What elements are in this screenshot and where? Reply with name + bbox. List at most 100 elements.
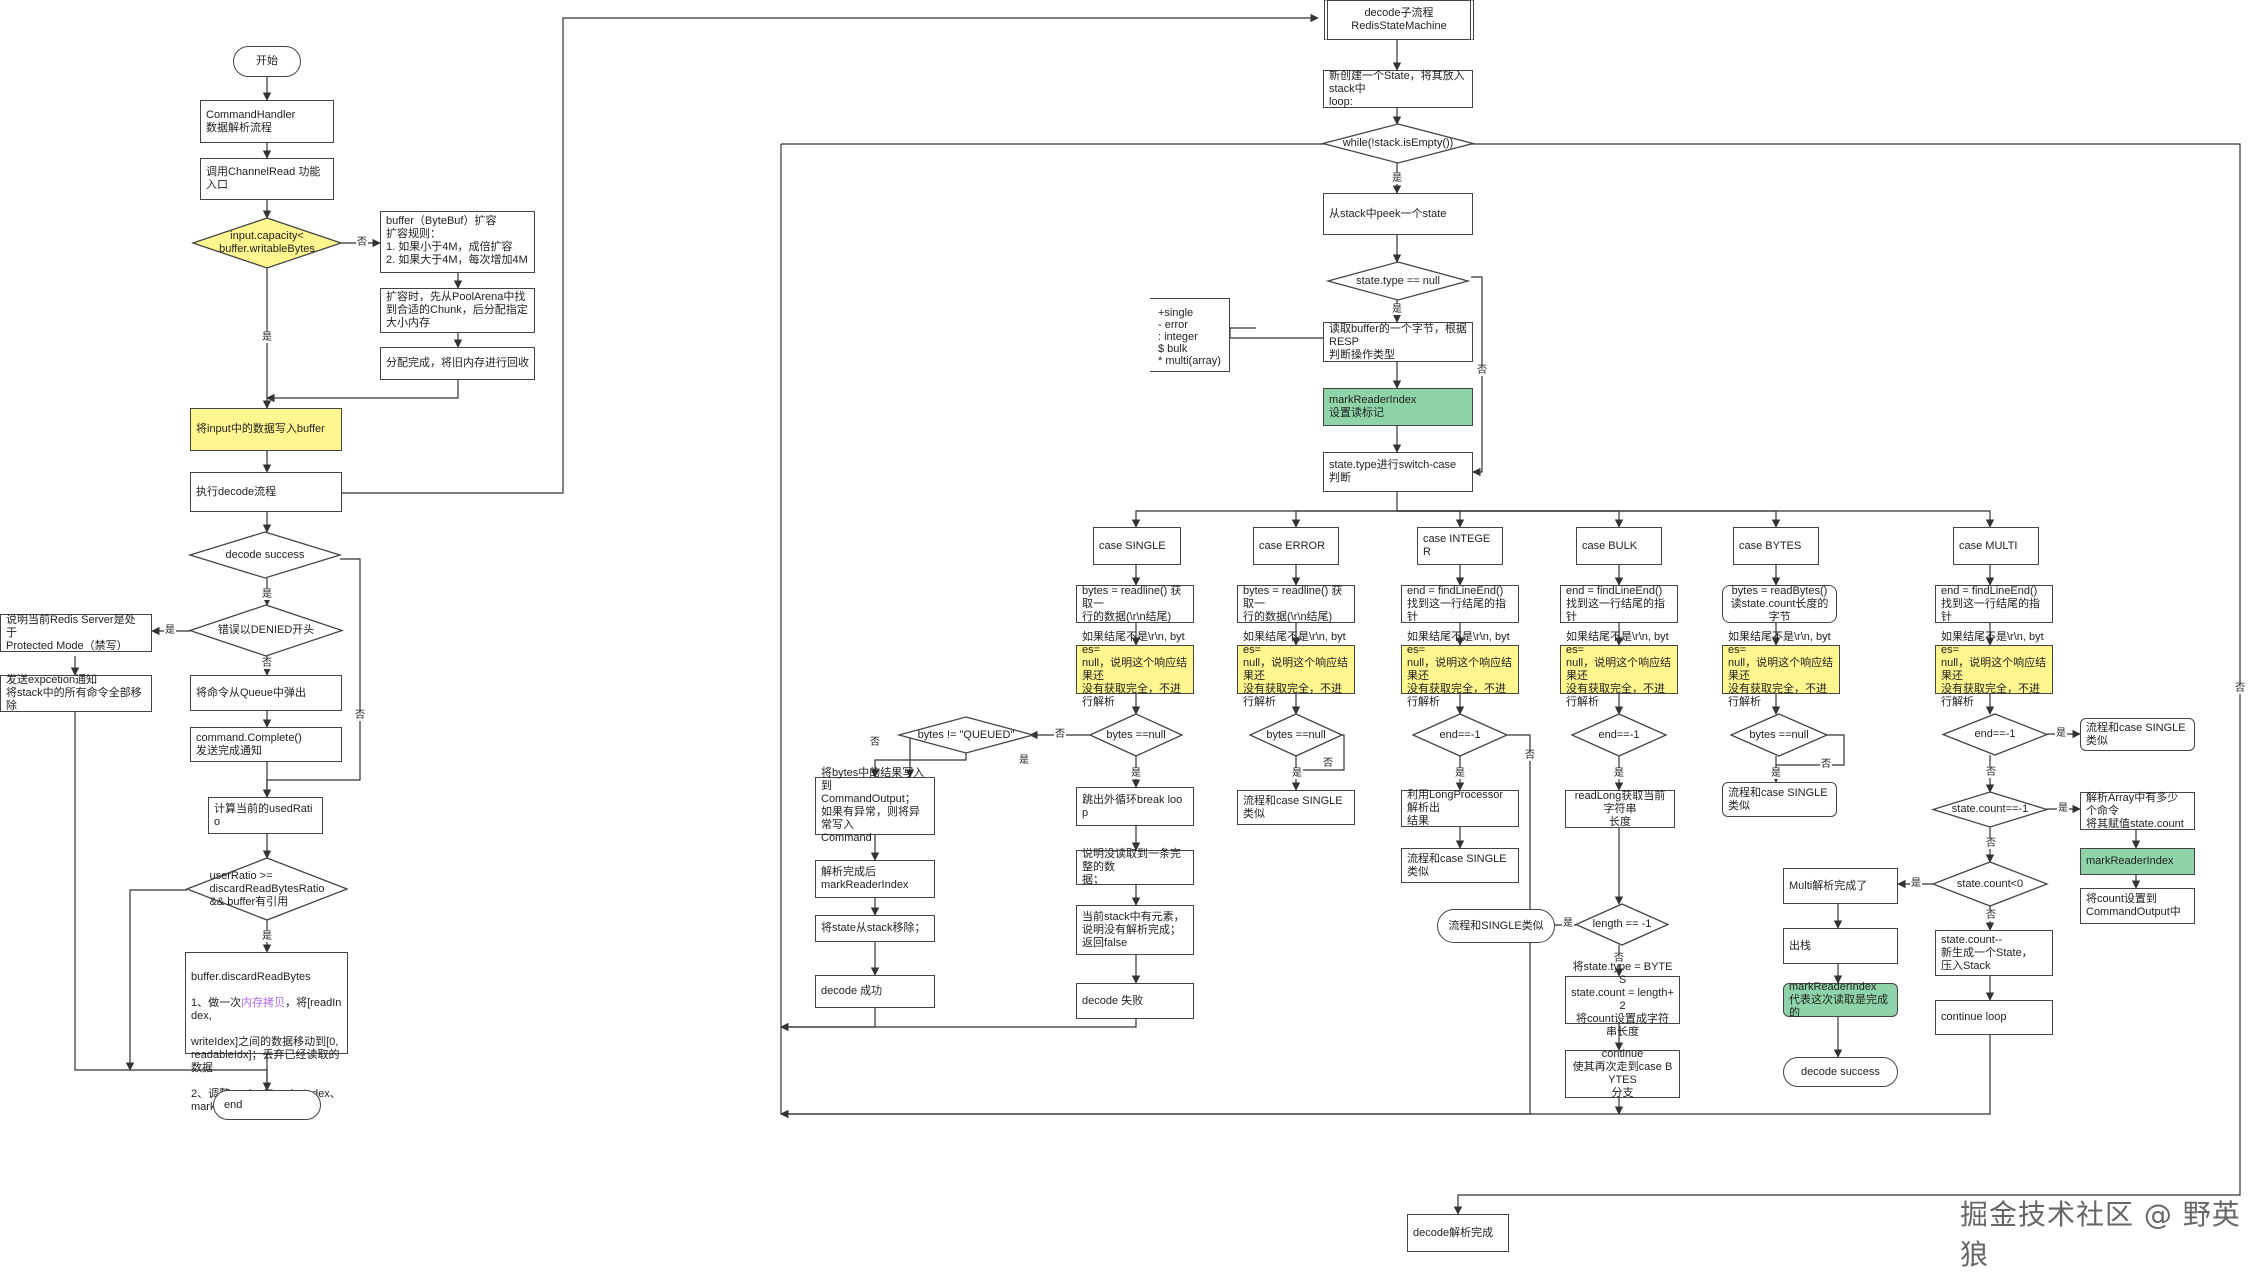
subflow-node: decode子流程 RedisStateMachine (1324, 0, 1474, 40)
single-bytes-null-text: bytes ==null (1106, 728, 1166, 741)
set-bytes-node: 将state.type = BYTES state.count = length… (1565, 961, 1680, 1038)
ratio-check-decision: userRatio >= discardReadBytesRatio && bu… (187, 858, 347, 920)
denied-check-text: 错误以DENIED开头 (217, 624, 315, 636)
label-no-count0: 否 (1985, 910, 1997, 921)
error-same-single-node: 流程和case SINGLE类似 (1237, 790, 1355, 825)
queue-pop-node: 将命令从Queue中弹出 (190, 675, 342, 711)
long-proc-node: 利用LongProcessor解析出 结果 (1401, 789, 1519, 827)
discard-line2-post: ，将[readIndex, (191, 997, 342, 1022)
bulk-continue-node: continue 使其再次走到case BYTES 分支 (1565, 1048, 1680, 1099)
bytes-check-end-node: 如果结尾不是\r\n, bytes= null，说明这个响应结果还 没有获取完全… (1722, 631, 1840, 708)
alloc-done-node: 分配完成，将旧内存进行回收 (380, 347, 535, 380)
break-loop-node: 跳出外循环break loop (1076, 787, 1194, 826)
multi-same-single-node: 流程和case SINGLE类似 (2080, 718, 2195, 751)
length-check-text: length == -1 (1592, 918, 1652, 930)
label-yes-capacity: 是 (261, 332, 273, 343)
bulk-end-check-text: end==-1 (1598, 728, 1640, 741)
label-yes-denied: 是 (164, 625, 176, 636)
label-yes-error: 是 (1291, 768, 1303, 779)
read-bytes-node: bytes = readBytes() 读state.count长度的字节 (1722, 585, 1837, 623)
label-no-while: 否 (2234, 683, 2246, 694)
continue-loop-node: continue loop (1935, 1000, 2053, 1035)
label-no-length: 否 (1613, 953, 1625, 964)
pop-node: 出栈 (1783, 928, 1898, 964)
count-check1-text: state.count==-1 (1951, 803, 2029, 815)
label-yes-bytes: 是 (1770, 768, 1782, 779)
pool-arena-node: 扩容时，先从PoolArena中找到合适的Chunk，后分配指定大小内存 (380, 288, 535, 333)
denied-check-decision: 错误以DENIED开头 (190, 605, 342, 656)
while-check-decision: while(!stack.isEmpty()) (1323, 124, 1473, 163)
start-node: 开始 (233, 46, 301, 77)
multi-end-check-decision: end==-1 (1943, 714, 2047, 755)
mark-after-node: 解析完成后 markReaderIndex (815, 860, 935, 898)
end-node: end (213, 1090, 321, 1120)
read-byte-node: 读取buffer的一个字节，根据RESP 判断操作类型 (1323, 322, 1473, 362)
label-no-bytes-null-single: 否 (1054, 729, 1066, 740)
label-yes-count1: 是 (2057, 803, 2069, 814)
label-no-queued: 否 (869, 737, 881, 748)
remove-state-node: 将state从stack移除； (815, 915, 935, 942)
case-single-node: case SINGLE (1093, 527, 1181, 565)
decode-done-node: decode解析完成 (1407, 1214, 1509, 1252)
write-buffer-node: 将input中的数据写入buffer (190, 408, 342, 451)
write-output-node: 将bytes中的结果写入到 CommandOutput； 如果有异常，则将异常写… (815, 767, 935, 844)
decode-ok-node: decode 成功 (815, 975, 935, 1008)
type-null-text: state.type == null (1356, 274, 1440, 287)
label-yes-ratio: 是 (261, 931, 273, 942)
stack-has-node: 当前stack中有元素， 说明没有解析完成； 返回false (1076, 905, 1194, 955)
label-no-type-null: 否 (1476, 365, 1488, 376)
count-check0-decision: state.count<0 (1933, 862, 2047, 906)
label-no-error: 否 (1322, 758, 1334, 769)
exec-decode-node: 执行decode流程 (190, 472, 342, 512)
while-check-text: while(!stack.isEmpty()) (1342, 137, 1454, 149)
error-bytes-null-text: bytes ==null (1266, 728, 1326, 741)
queued-check-decision: bytes != "QUEUED" (899, 717, 1033, 753)
single-check-end-node: 如果结尾不是\r\n, bytes= null，说明这个响应结果还 没有获取完全… (1076, 631, 1194, 708)
command-handler-node: CommandHandler 数据解析流程 (200, 100, 334, 143)
mark-reader-node: markReaderIndex 设置读标记 (1323, 388, 1473, 426)
bulk-same-single-node: 流程和SINGLE类似 (1437, 909, 1555, 943)
label-yes-while: 是 (1391, 173, 1403, 184)
capacity-check-decision: input.capacity< buffer.writableBytes (193, 218, 341, 268)
integer-find-end-node: end = findLineEnd() 找到这一行结尾的指针 (1401, 585, 1519, 623)
label-no-capacity: 否 (356, 237, 368, 248)
length-check-decision: length == -1 (1576, 904, 1668, 945)
discard-line1: buffer.discardReadBytes (191, 971, 311, 983)
label-yes-bytes-null-single: 是 (1130, 768, 1142, 779)
multi-new-state-node: state.count-- 新生成一个State， 压入Stack (1935, 930, 2053, 976)
single-readline-node: bytes = readline() 获取一 行的数据(\r\n结尾) (1076, 585, 1194, 623)
integer-same-single-node: 流程和case SINGLE类似 (1401, 848, 1519, 883)
multi-mark-done-node: markReaderIndex 代表这次读取是完成的 (1783, 981, 1898, 1019)
label-no-integer: 否 (1524, 750, 1536, 761)
discard-line2-highlight: 内存拷贝 (241, 997, 286, 1009)
count-check0-text: state.count<0 (1956, 877, 2024, 890)
bulk-end-check-decision: end==-1 (1572, 714, 1666, 756)
error-bytes-null-decision: bytes ==null (1250, 714, 1342, 756)
label-no-count1: 否 (1985, 838, 1997, 849)
read-long-node: readLong获取当前字符串 长度 (1565, 790, 1675, 828)
label-no-denied: 否 (261, 658, 273, 669)
parse-array-node: 解析Array中有多少个命令 将其赋值state.count (2080, 792, 2195, 830)
capacity-check-text: input.capacity< buffer.writableBytes (219, 230, 315, 255)
type-null-decision: state.type == null (1328, 262, 1468, 300)
error-check-end-node: 如果结尾不是\r\n, bytes= null，说明这个响应结果还 没有获取完全… (1237, 631, 1355, 708)
multi-find-end-node: end = findLineEnd() 找到这一行结尾的指针 (1935, 585, 2053, 623)
new-state-node: 新创建一个State，将其放入stack中 loop: (1323, 70, 1473, 108)
decode-success-decision: decode success (190, 532, 340, 578)
peek-state-node: 从stack中peek一个state (1323, 193, 1473, 235)
ratio-check-text: userRatio >= discardReadBytesRatio && bu… (209, 869, 325, 908)
multi-check-end-node: 如果结尾不是\r\n, bytes= null，说明这个响应结果还 没有获取完全… (1935, 631, 2053, 708)
queued-check-text: bytes != "QUEUED" (917, 728, 1015, 741)
channel-read-node: 调用ChannelRead 功能入口 (200, 158, 334, 200)
bytes-null-decision: bytes ==null (1731, 714, 1827, 756)
label-yes-bulk-end: 是 (1613, 768, 1625, 779)
decode-success-text: decode success (225, 548, 305, 561)
protected-mode-node: 说明当前Redis Server是处于 Protected Mode（禁写） (0, 614, 152, 652)
label-yes-multi-end: 是 (2055, 728, 2067, 739)
bytes-same-single-node: 流程和case SINGLE类似 (1722, 782, 1837, 817)
label-yes-integer: 是 (1454, 768, 1466, 779)
multi-done-node: Multi解析完成了 (1783, 868, 1898, 904)
buffer-expand-node: buffer（ByteBuf）扩容 扩容规则： 1. 如果小于4M，成倍扩容 2… (380, 211, 535, 273)
case-bytes-node: case BYTES (1733, 527, 1819, 565)
multi-mark-reader-node: markReaderIndex (2080, 848, 2195, 875)
